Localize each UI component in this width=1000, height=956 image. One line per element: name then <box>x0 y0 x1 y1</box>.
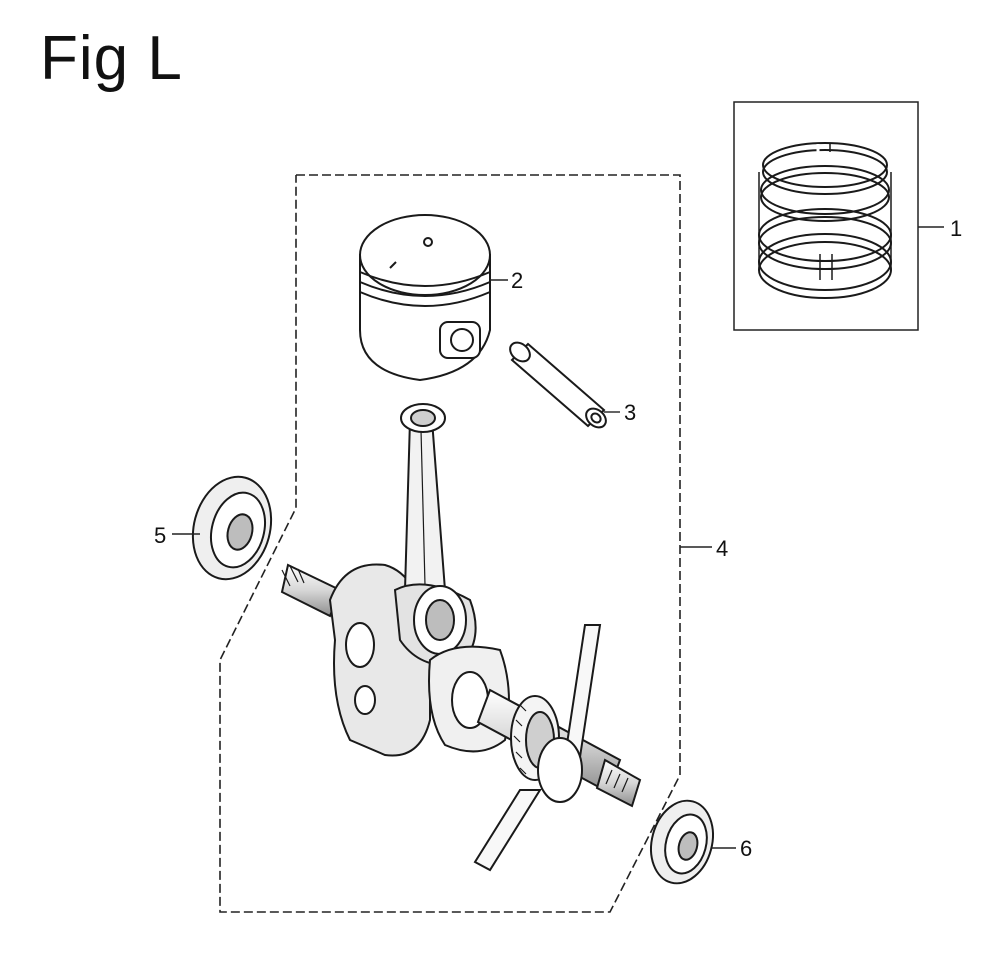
callout-4: 4 <box>716 536 728 561</box>
crankshaft-drawing <box>280 403 642 872</box>
callout-3: 3 <box>624 400 636 425</box>
bearing-left-drawing <box>191 475 273 581</box>
figure-title: Fig L <box>40 24 183 93</box>
callout-1: 1 <box>950 216 962 241</box>
leader-lines <box>172 226 944 849</box>
callout-5: 5 <box>154 523 166 548</box>
piston-drawing <box>359 214 491 382</box>
ring-set-frame <box>733 101 919 331</box>
callout-6: 6 <box>740 836 752 861</box>
assembly-frame <box>219 174 681 913</box>
callout-2: 2 <box>511 268 523 293</box>
piston-ring-set-drawing <box>758 142 892 299</box>
bearing-right-drawing <box>650 799 714 885</box>
piston-pin-drawing <box>509 341 607 429</box>
